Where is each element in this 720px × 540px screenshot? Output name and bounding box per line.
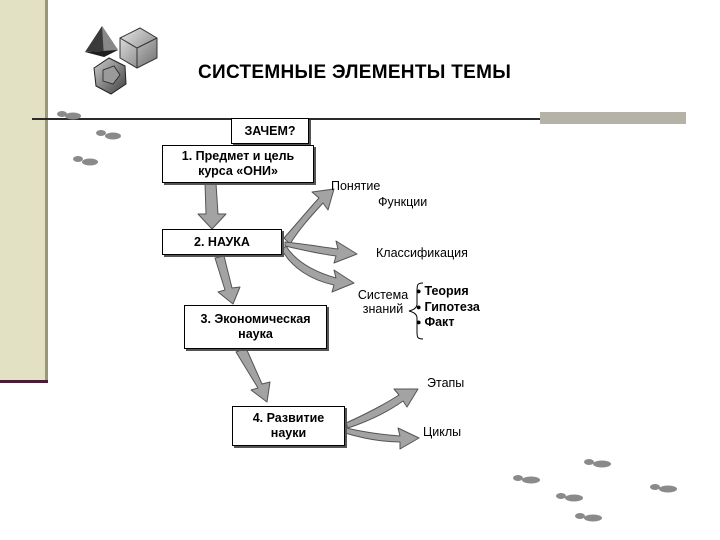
bullet-icon: ● (416, 317, 422, 327)
box-why: ЗАЧЕМ? (231, 118, 309, 144)
box-development: 4. Развитие науки (232, 406, 345, 446)
left-decor-band-bottom (0, 380, 48, 383)
label-system-line1: Система (357, 288, 409, 302)
arrow-economics-to-development (235, 347, 271, 403)
brace-icon (408, 282, 424, 340)
arrow-development-to-cycles (344, 427, 420, 450)
box-development-line2: науки (270, 426, 307, 440)
box-economics-line1: 3. Экономическая (200, 312, 311, 326)
left-decor-band-edge (45, 0, 48, 383)
bullet-icon: ● (416, 301, 422, 312)
arrow-science-to-functions (283, 188, 335, 245)
box-development-line1: 4. Развитие (252, 411, 325, 425)
box-subject-line1: 1. Предмет и цель (181, 149, 295, 163)
list-item: ●Гипотеза (416, 300, 480, 316)
list-item: ●Факт (416, 315, 480, 331)
bullet-icon: ● (416, 286, 422, 296)
arrow-science-to-system (281, 245, 355, 293)
box-subject-line2: курса «ОНИ» (198, 164, 278, 178)
label-stages: Этапы (427, 376, 465, 390)
polyhedra-icon (85, 26, 158, 95)
list-item: ●Теория (416, 284, 480, 300)
label-functions: Функции (378, 195, 428, 209)
arrow-development-to-stages (345, 388, 419, 429)
arrow-science-to-classification (284, 240, 358, 264)
label-system-line2: знаний (362, 302, 404, 316)
label-concept: Понятие (331, 179, 381, 193)
bullet-hypothesis: Гипотеза (424, 299, 480, 314)
knowledge-list: ●Теория ●Гипотеза ●Факт (416, 284, 480, 331)
box-why-label: ЗАЧЕМ? (244, 123, 296, 138)
box-subject: 1. Предмет и цель курса «ОНИ» (162, 145, 314, 183)
box-economics-line2: наука (238, 327, 273, 341)
label-system: Система знаний (353, 288, 413, 316)
label-classification: Классификация (376, 246, 468, 260)
bullet-fact: Факт (424, 315, 455, 329)
box-science-label: 2. НАУКА (194, 234, 250, 249)
bullet-theory: Теория (424, 284, 469, 298)
box-economics: 3. Экономическая наука (184, 305, 327, 349)
left-decor-band (0, 0, 47, 383)
arrow-subject-to-science (197, 182, 227, 230)
footprints-icon (57, 111, 677, 522)
box-science: 2. НАУКА (162, 229, 282, 255)
title-rule-accent (540, 112, 686, 124)
label-cycles: Циклы (423, 425, 462, 439)
page-title: СИСТЕМНЫЕ ЭЛЕМЕНТЫ ТЕМЫ (198, 62, 512, 83)
arrow-science-to-economics (214, 255, 241, 305)
